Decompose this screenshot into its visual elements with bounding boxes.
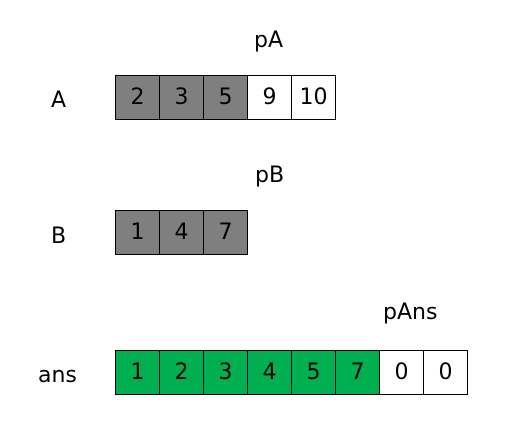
array-ans-cell: 7 xyxy=(335,350,380,395)
array-ans-cell: 1 xyxy=(115,350,160,395)
array-A-cell: 3 xyxy=(159,75,204,120)
array-A-cell: 10 xyxy=(291,75,336,120)
pointer-pA-label: pA xyxy=(254,28,284,53)
array-B-label: B xyxy=(51,224,67,249)
pointer-pAns-label: pAns xyxy=(383,300,438,325)
array-B-cell: 1 xyxy=(115,210,160,255)
array-ans-cell: 0 xyxy=(423,350,468,395)
array-A-cell: 5 xyxy=(203,75,248,120)
array-ans-cell: 4 xyxy=(247,350,292,395)
array-B-cell: 4 xyxy=(159,210,204,255)
array-ans-cell: 2 xyxy=(159,350,204,395)
array-ans-cell: 5 xyxy=(291,350,336,395)
pointer-pB-label: pB xyxy=(255,163,285,188)
array-ans-cell: 0 xyxy=(379,350,424,395)
array-A-cell: 2 xyxy=(115,75,160,120)
array-ans-label: ans xyxy=(38,363,77,388)
array-A-cell: 9 xyxy=(247,75,292,120)
array-ans-cell: 3 xyxy=(203,350,248,395)
array-A-label: A xyxy=(51,88,67,113)
array-B-cell: 7 xyxy=(203,210,248,255)
